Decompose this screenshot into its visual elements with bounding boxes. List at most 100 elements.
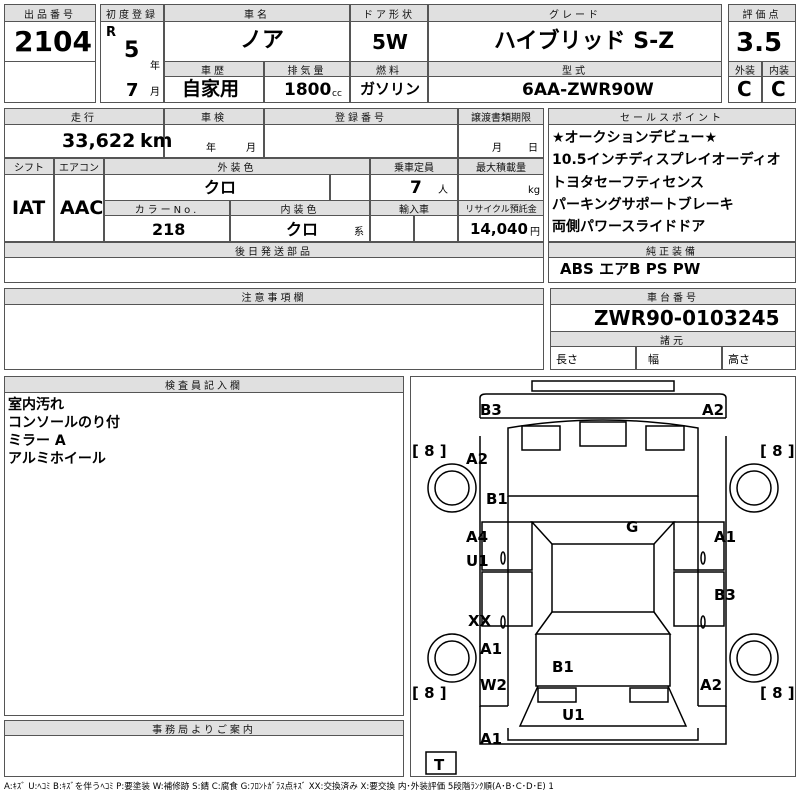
car-outline xyxy=(425,380,779,775)
capacity-unit: 人 xyxy=(438,185,448,196)
displacement-cell xyxy=(264,76,350,103)
mileage-cell xyxy=(4,124,164,158)
damage-mark: A4 xyxy=(466,528,488,546)
ac-header: エアコン xyxy=(54,158,104,175)
history: 自家用 xyxy=(182,78,240,100)
sales-point-item: 両側パワースライドドア xyxy=(552,219,706,235)
damage-mark: W2 xyxy=(480,676,507,694)
inspector-notes xyxy=(4,392,404,716)
tire-depth-rear-left: [ 8 ] xyxy=(412,684,447,702)
inspector-header: 検査員記入欄 xyxy=(4,376,404,393)
load-header: 最大積載量 xyxy=(458,158,544,175)
car-damage-diagram: [ 8 ] [ 8 ] [ 8 ] [ 8 ] T B3 A2 A2 B1 G … xyxy=(412,380,795,775)
grade-header: グレード xyxy=(428,4,722,22)
recycle-cell xyxy=(458,215,544,242)
score: 3.5 xyxy=(736,28,783,58)
year-unit: 年 xyxy=(150,61,160,72)
history-header: 車歴 xyxy=(164,61,264,77)
listing-blank-cell xyxy=(4,61,96,103)
ac-cell xyxy=(54,174,104,242)
color-spare-cell xyxy=(330,174,370,201)
damage-mark: U1 xyxy=(562,706,585,724)
aircon: AAC xyxy=(60,197,104,219)
capacity: 7 xyxy=(410,178,422,198)
sales-point-header: セールスポイント xyxy=(548,108,796,125)
score-header: 評価点 xyxy=(728,4,796,22)
interior-color: クロ xyxy=(286,220,319,239)
capacity-header: 乗車定員 xyxy=(370,158,458,175)
office-cell xyxy=(4,735,404,777)
model-header: 型式 xyxy=(428,61,722,77)
reg-month: 7 xyxy=(126,80,139,101)
tire-depth-front-right: [ 8 ] xyxy=(760,442,795,460)
dims-width: 幅 xyxy=(648,353,659,366)
inspector-line: ミラー A xyxy=(8,433,66,449)
notes-cell xyxy=(4,304,544,370)
import-cell-a xyxy=(370,215,414,242)
model: 6AA-ZWR90W xyxy=(522,80,654,100)
interior-header: 内装 xyxy=(762,61,796,77)
import-header: 輸入車 xyxy=(370,200,458,216)
load-unit: kg xyxy=(528,185,541,196)
dims-width-cell xyxy=(636,346,722,370)
shift-cell xyxy=(4,174,54,242)
later-parts-header: 後日発送部品 xyxy=(4,242,544,258)
grade: ハイブリッド S-Z xyxy=(494,29,675,54)
displacement-unit: cc xyxy=(332,89,342,99)
shift: IAT xyxy=(12,197,46,219)
notes-header: 注意事項欄 xyxy=(4,288,544,305)
damage-mark: XX xyxy=(468,612,492,630)
displacement: 1800 xyxy=(284,80,332,100)
car-name: ノア xyxy=(240,28,285,53)
fuel: ガソリン xyxy=(360,80,421,98)
inspector-line: アルミホイール xyxy=(8,451,106,467)
chassis-number: ZWR90-0103245 xyxy=(594,306,780,330)
office-header: 事務局よりご案内 xyxy=(4,720,404,736)
month-unit: 月 xyxy=(150,87,160,98)
mileage-header: 走行 xyxy=(4,108,164,125)
mileage: 33,622 xyxy=(62,130,136,152)
damage-mark: A1 xyxy=(480,730,502,748)
sales-point-item: パーキングサポートブレーキ xyxy=(552,197,734,213)
history-cell xyxy=(164,76,264,103)
fuel-header: 燃料 xyxy=(350,61,428,77)
color-header: 外装色 xyxy=(104,158,370,175)
damage-mark: A1 xyxy=(480,640,502,658)
exterior-cell xyxy=(728,76,762,103)
equipment-header: 純正装備 xyxy=(548,242,796,258)
equipment-cell xyxy=(548,257,796,283)
damage-mark: A2 xyxy=(700,676,722,694)
transfer-month-unit: 月 xyxy=(492,143,502,154)
damage-mark: G xyxy=(626,518,638,536)
interior-cell xyxy=(762,76,796,103)
legend: A:ｷｽﾞ U:ﾍｺﾐ B:ｷｽﾞを伴うﾍｺﾐ P:要塗装 W:補修跡 S:錆 … xyxy=(4,782,554,792)
dims-height: 高さ xyxy=(728,353,750,366)
sales-point-item: ★オークションデビュー★ xyxy=(552,130,718,146)
sales-point-item: トヨタセーフティセンス xyxy=(552,175,705,191)
color-no-header: カラーNo. xyxy=(104,200,230,216)
transfer-cell xyxy=(458,124,544,158)
recycle-fee: 14,040 xyxy=(470,220,528,238)
dims-header: 諸元 xyxy=(550,331,796,347)
inspection-cell xyxy=(164,124,264,158)
first-reg-cell xyxy=(100,21,164,103)
displacement-header: 排気量 xyxy=(264,61,350,77)
dims-length: 長さ xyxy=(556,353,578,366)
color-number: 218 xyxy=(152,220,186,239)
inspection-header: 車検 xyxy=(164,108,264,125)
damage-mark: B3 xyxy=(714,586,736,604)
reg-year: 5 xyxy=(124,38,140,63)
int-color-cell xyxy=(230,215,370,242)
damage-mark: U1 xyxy=(466,552,489,570)
color-no-cell xyxy=(104,215,230,242)
int-color-unit: 系 xyxy=(354,227,364,238)
sales-point-list xyxy=(548,124,796,242)
transfer-header: 譲渡書類期限 xyxy=(458,108,544,125)
damage-mark: B1 xyxy=(486,490,508,508)
car-name-header: 車名 xyxy=(164,4,350,22)
later-parts-cell xyxy=(4,257,544,283)
exterior-color: クロ xyxy=(204,178,237,197)
inspection-year-unit: 年 xyxy=(206,143,216,154)
import-cell-b xyxy=(414,215,458,242)
chassis-header: 車台番号 xyxy=(550,288,796,305)
